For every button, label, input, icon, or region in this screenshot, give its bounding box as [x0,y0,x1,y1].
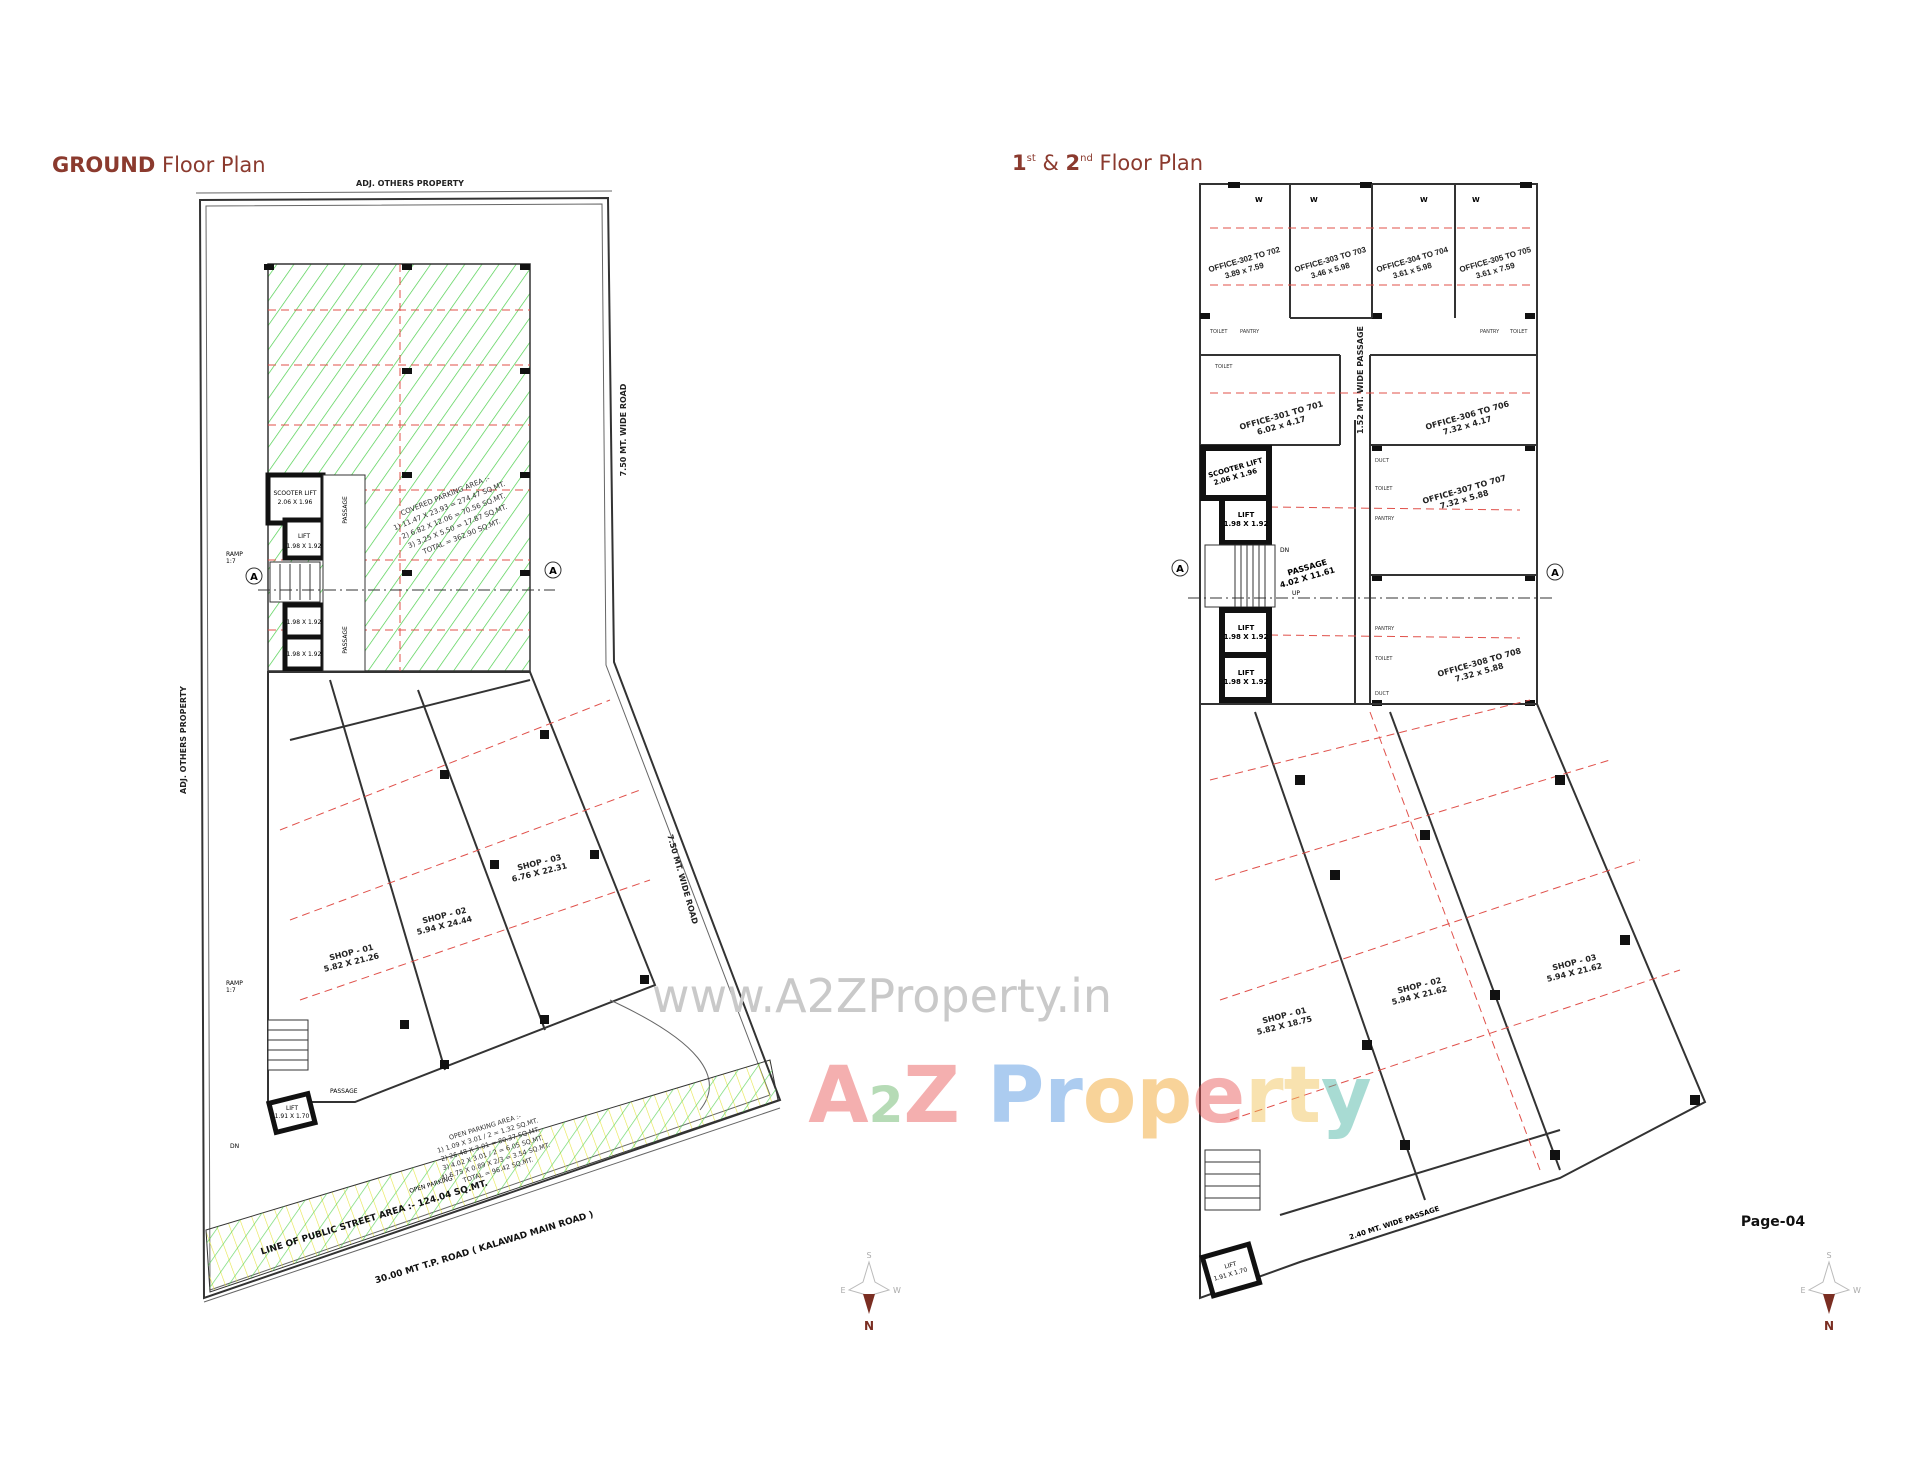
dimension-line [195,190,613,194]
lift [1219,652,1272,703]
svg-text:DUCT: DUCT [1375,691,1390,697]
svg-text:PASSAGE: PASSAGE [342,496,349,524]
svg-text:LIFT: LIFT [286,1105,298,1112]
svg-text:1.98 X 1.92: 1.98 X 1.92 [287,619,322,626]
lift [1199,1241,1263,1299]
page-number: Page-04 [1741,1214,1805,1230]
svg-text:UP: UP [1292,590,1300,597]
left-boundary-label: ADJ. OTHERS PROPERTY [179,686,188,794]
svg-text:TOILET: TOILET [1509,329,1528,335]
svg-text:PASSAGE: PASSAGE [330,1088,358,1095]
svg-text:W: W [1310,196,1318,204]
svg-text:PANTRY: PANTRY [1375,626,1395,632]
svg-text:S: S [866,1251,871,1260]
wide-passage-label: 1.52 MT. WIDE PASSAGE [1356,326,1365,434]
svg-text:TOILET: TOILET [1209,329,1228,335]
svg-text:1.98 X 1.92: 1.98 X 1.92 [1224,678,1269,686]
compass-icon: S E W N [840,1251,901,1333]
svg-text:DN: DN [230,1143,239,1150]
svg-text:1.98 X 1.92: 1.98 X 1.92 [287,543,322,550]
svg-text:TOILET: TOILET [1374,486,1393,492]
svg-text:A: A [250,572,258,583]
svg-text:A: A [1176,564,1184,575]
svg-text:2.06 X 1.96: 2.06 X 1.96 [278,499,313,506]
right-road-label-2: 7.50 MT. WIDE ROAD [665,833,699,925]
bottom-passage-label: 2.40 MT. WIDE PASSAGE [1348,1205,1441,1242]
svg-text:A: A [1551,568,1559,579]
svg-text:1:7: 1:7 [226,987,236,994]
stairs [269,561,321,603]
svg-text:RAMP: RAMP [226,980,243,987]
lift [1219,607,1272,658]
shops-block [1199,703,1707,1300]
svg-text:E: E [1800,1286,1805,1295]
scooter-lift [1200,445,1272,501]
svg-text:E: E [840,1286,845,1295]
section-marker [245,567,263,585]
svg-text:LIFT: LIFT [1238,511,1255,519]
watermark-logo: A2Z Property [808,1051,1372,1141]
svg-text:1.98 X 1.92: 1.98 X 1.92 [1224,520,1269,528]
svg-text:1.98 X 1.92: 1.98 X 1.92 [1224,633,1269,641]
svg-text:DUCT: DUCT [1375,458,1390,464]
section-marker [544,561,562,579]
svg-text:RAMP: RAMP [226,551,243,558]
ground-floor-title: GROUND Floor Plan [52,153,266,177]
stairs [267,1019,309,1071]
svg-text:DN: DN [1280,547,1289,554]
covered-parking-area [267,263,531,672]
watermark-url: www.A2ZProperty.in [652,969,1112,1023]
svg-text:W: W [1255,196,1263,204]
shops-block [267,671,657,1103]
svg-text:W: W [893,1286,901,1295]
svg-text:LIFT: LIFT [1224,1260,1238,1270]
svg-text:PANTRY: PANTRY [1375,516,1395,522]
upper-floor-title: 1st & 2nd Floor Plan [1012,151,1203,175]
svg-text:PASSAGE: PASSAGE [342,626,349,654]
svg-text:A: A [549,566,557,577]
top-boundary-label: ADJ. OTHERS PROPERTY [356,179,464,188]
svg-text:PANTRY: PANTRY [1240,329,1260,335]
svg-text:1.91 X 1.70: 1.91 X 1.70 [275,1113,310,1120]
lift [265,1090,319,1136]
stairs [1204,1149,1261,1211]
svg-text:1.98 X 1.92: 1.98 X 1.92 [287,651,322,658]
svg-text:TOILET: TOILET [1374,656,1393,662]
section-marker [1171,559,1189,577]
svg-text:LIFT: LIFT [1238,624,1255,632]
passage [322,474,366,672]
svg-text:W: W [1420,196,1428,204]
svg-text:SCOOTER LIFT: SCOOTER LIFT [273,490,316,497]
svg-text:LIFT: LIFT [298,533,310,540]
svg-text:N: N [864,1319,874,1333]
columns [264,264,530,576]
lift [1219,495,1272,546]
svg-text:S: S [1826,1251,1831,1260]
site-boundary [198,196,782,1300]
svg-text:W: W [1853,1286,1861,1295]
svg-text:1:7: 1:7 [226,558,236,565]
svg-text:W: W [1472,196,1480,204]
svg-text:TOILET: TOILET [1214,364,1233,370]
ground-floor-plan: ADJ. OTHERS PROPERTY ADJ. OTHERS PROPERT… [179,179,782,1303]
section-marker [1546,563,1564,581]
compass-icon: S E W N [1800,1251,1861,1333]
svg-text:N: N [1824,1319,1834,1333]
svg-text:LIFT: LIFT [1238,669,1255,677]
svg-text:PANTRY: PANTRY [1480,329,1500,335]
right-road-label: 7.50 MT. WIDE ROAD [619,383,628,476]
